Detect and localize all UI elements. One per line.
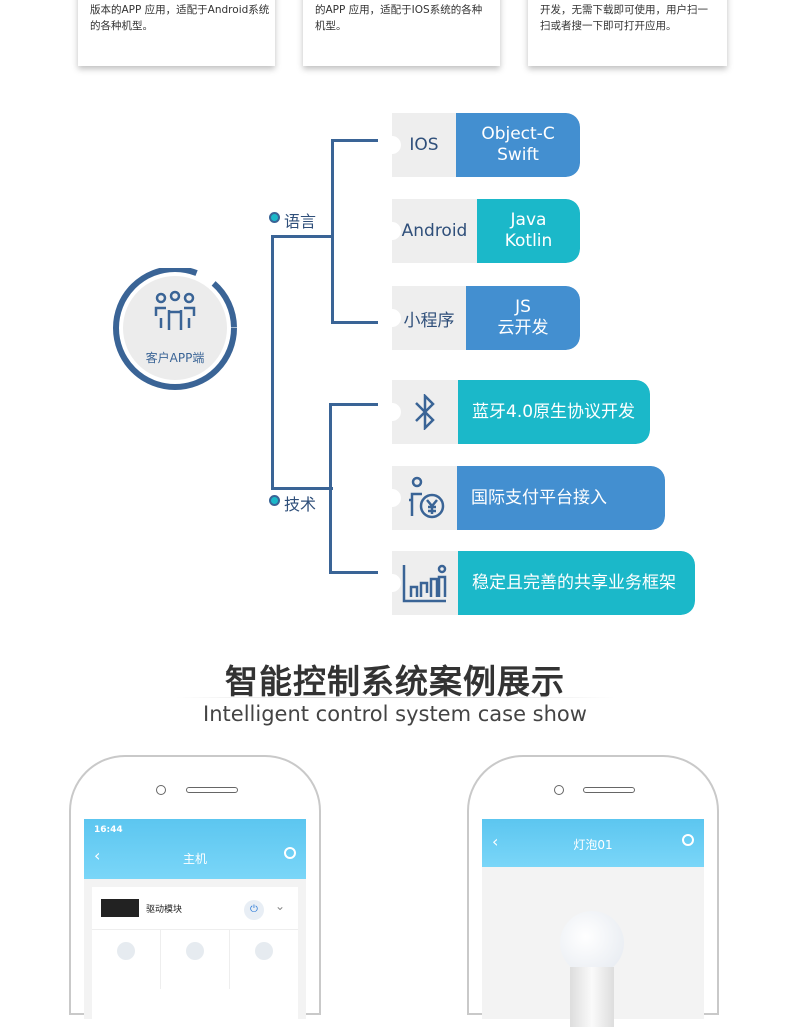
module-name: 驱动模块 — [146, 905, 183, 915]
lang-label: Java — [510, 210, 547, 230]
users-icon — [154, 290, 196, 330]
tech-label: 蓝牙4.0原生协议开发 — [458, 380, 650, 444]
module-image — [101, 899, 139, 917]
payment-user-icon — [408, 476, 444, 519]
feature-card-miniapp: 开发，无需下载即可使用，用户扫一 扫或者搜一下即可打开应用。 — [528, 0, 727, 66]
screen-title: 主机 — [182, 852, 207, 866]
tech-box-framework: 稳定且完善的共享业务框架 — [392, 551, 695, 615]
chevron-down-icon[interactable]: ⌄ — [275, 899, 286, 913]
screen-title: 灯泡01 — [573, 838, 613, 852]
platform-label: Android — [401, 221, 468, 241]
speaker-grille — [583, 787, 635, 793]
phone-mockup-bulb: ‹ 灯泡01 — [467, 755, 719, 1027]
card-text: 的各种机型。 — [90, 20, 153, 32]
platform-label: IOS — [409, 135, 439, 155]
trunk-line — [271, 235, 274, 490]
bulb-image — [560, 911, 624, 975]
card-text: 版本的APP 应用，适配于Android系统 — [90, 4, 270, 16]
branch-line — [329, 403, 332, 574]
lang-label: 云开发 — [497, 318, 549, 338]
settings-icon[interactable] — [682, 834, 694, 846]
card-text: 开发，无需下载即可使用，用户扫一 — [540, 4, 708, 16]
tech-label: 技术 — [284, 495, 317, 514]
card-text: 扫或者搜一下即可打开应用。 — [540, 20, 677, 32]
feature-card-android: 版本的APP 应用，适配于Android系统 的各种机型。 — [78, 0, 275, 66]
client-app-node: 客户APP端 — [110, 266, 240, 392]
ring — [113, 266, 237, 390]
client-app-label: 客户APP端 — [145, 351, 205, 365]
branch-line — [331, 139, 378, 142]
lang-label: Swift — [497, 145, 539, 165]
phone-mockup-host: 16:44 ‹ 主机 驱动模块 ⏻ ⌄ — [69, 755, 321, 1027]
bulb-icon[interactable] — [117, 942, 135, 960]
platform-label: 小程序 — [403, 310, 455, 331]
settings-icon[interactable] — [284, 847, 296, 859]
bluetooth-icon — [415, 394, 435, 430]
tech-label: 国际支付平台接入 — [457, 466, 665, 530]
branch-line — [331, 139, 334, 324]
branch-line — [329, 403, 378, 406]
bulb-icon[interactable] — [186, 942, 204, 960]
back-icon[interactable]: ‹ — [492, 832, 499, 851]
branch-line — [271, 487, 333, 490]
tech-box-bluetooth: 蓝牙4.0原生协议开发 — [392, 380, 650, 444]
feature-card-ios: 的APP 应用，适配于IOS系统的各种 机型。 — [303, 0, 500, 66]
branch-line — [331, 321, 378, 324]
camera-icon — [156, 785, 166, 795]
tech-label: 稳定且完善的共享业务框架 — [458, 551, 695, 615]
bar-chart-icon — [402, 564, 447, 603]
divider — [175, 697, 615, 698]
language-label: 语言 — [284, 212, 317, 231]
bulb-icon[interactable] — [255, 942, 273, 960]
section-title: 智能控制系统案例展示 — [225, 662, 565, 701]
camera-icon — [554, 785, 564, 795]
card-text: 机型。 — [315, 20, 347, 32]
bulb-base — [570, 967, 614, 1027]
bullet-dot — [269, 212, 280, 223]
status-time: 16:44 — [94, 825, 123, 835]
section-subtitle: Intelligent control system case show — [203, 702, 587, 726]
back-icon[interactable]: ‹ — [94, 846, 101, 865]
speaker-grille — [186, 787, 238, 793]
branch-line — [329, 571, 378, 574]
card-text: 的APP 应用，适配于IOS系统的各种 — [315, 4, 483, 16]
power-button[interactable]: ⏻ — [244, 900, 264, 920]
lang-label: JS — [515, 297, 531, 317]
lang-label: Object-C — [481, 124, 555, 144]
tech-box-payment: 国际支付平台接入 — [392, 466, 665, 530]
branch-line — [271, 235, 333, 238]
lang-label: Kotlin — [504, 231, 553, 251]
module-card: 驱动模块 ⏻ ⌄ — [92, 887, 298, 1027]
bullet-dot — [269, 495, 280, 506]
